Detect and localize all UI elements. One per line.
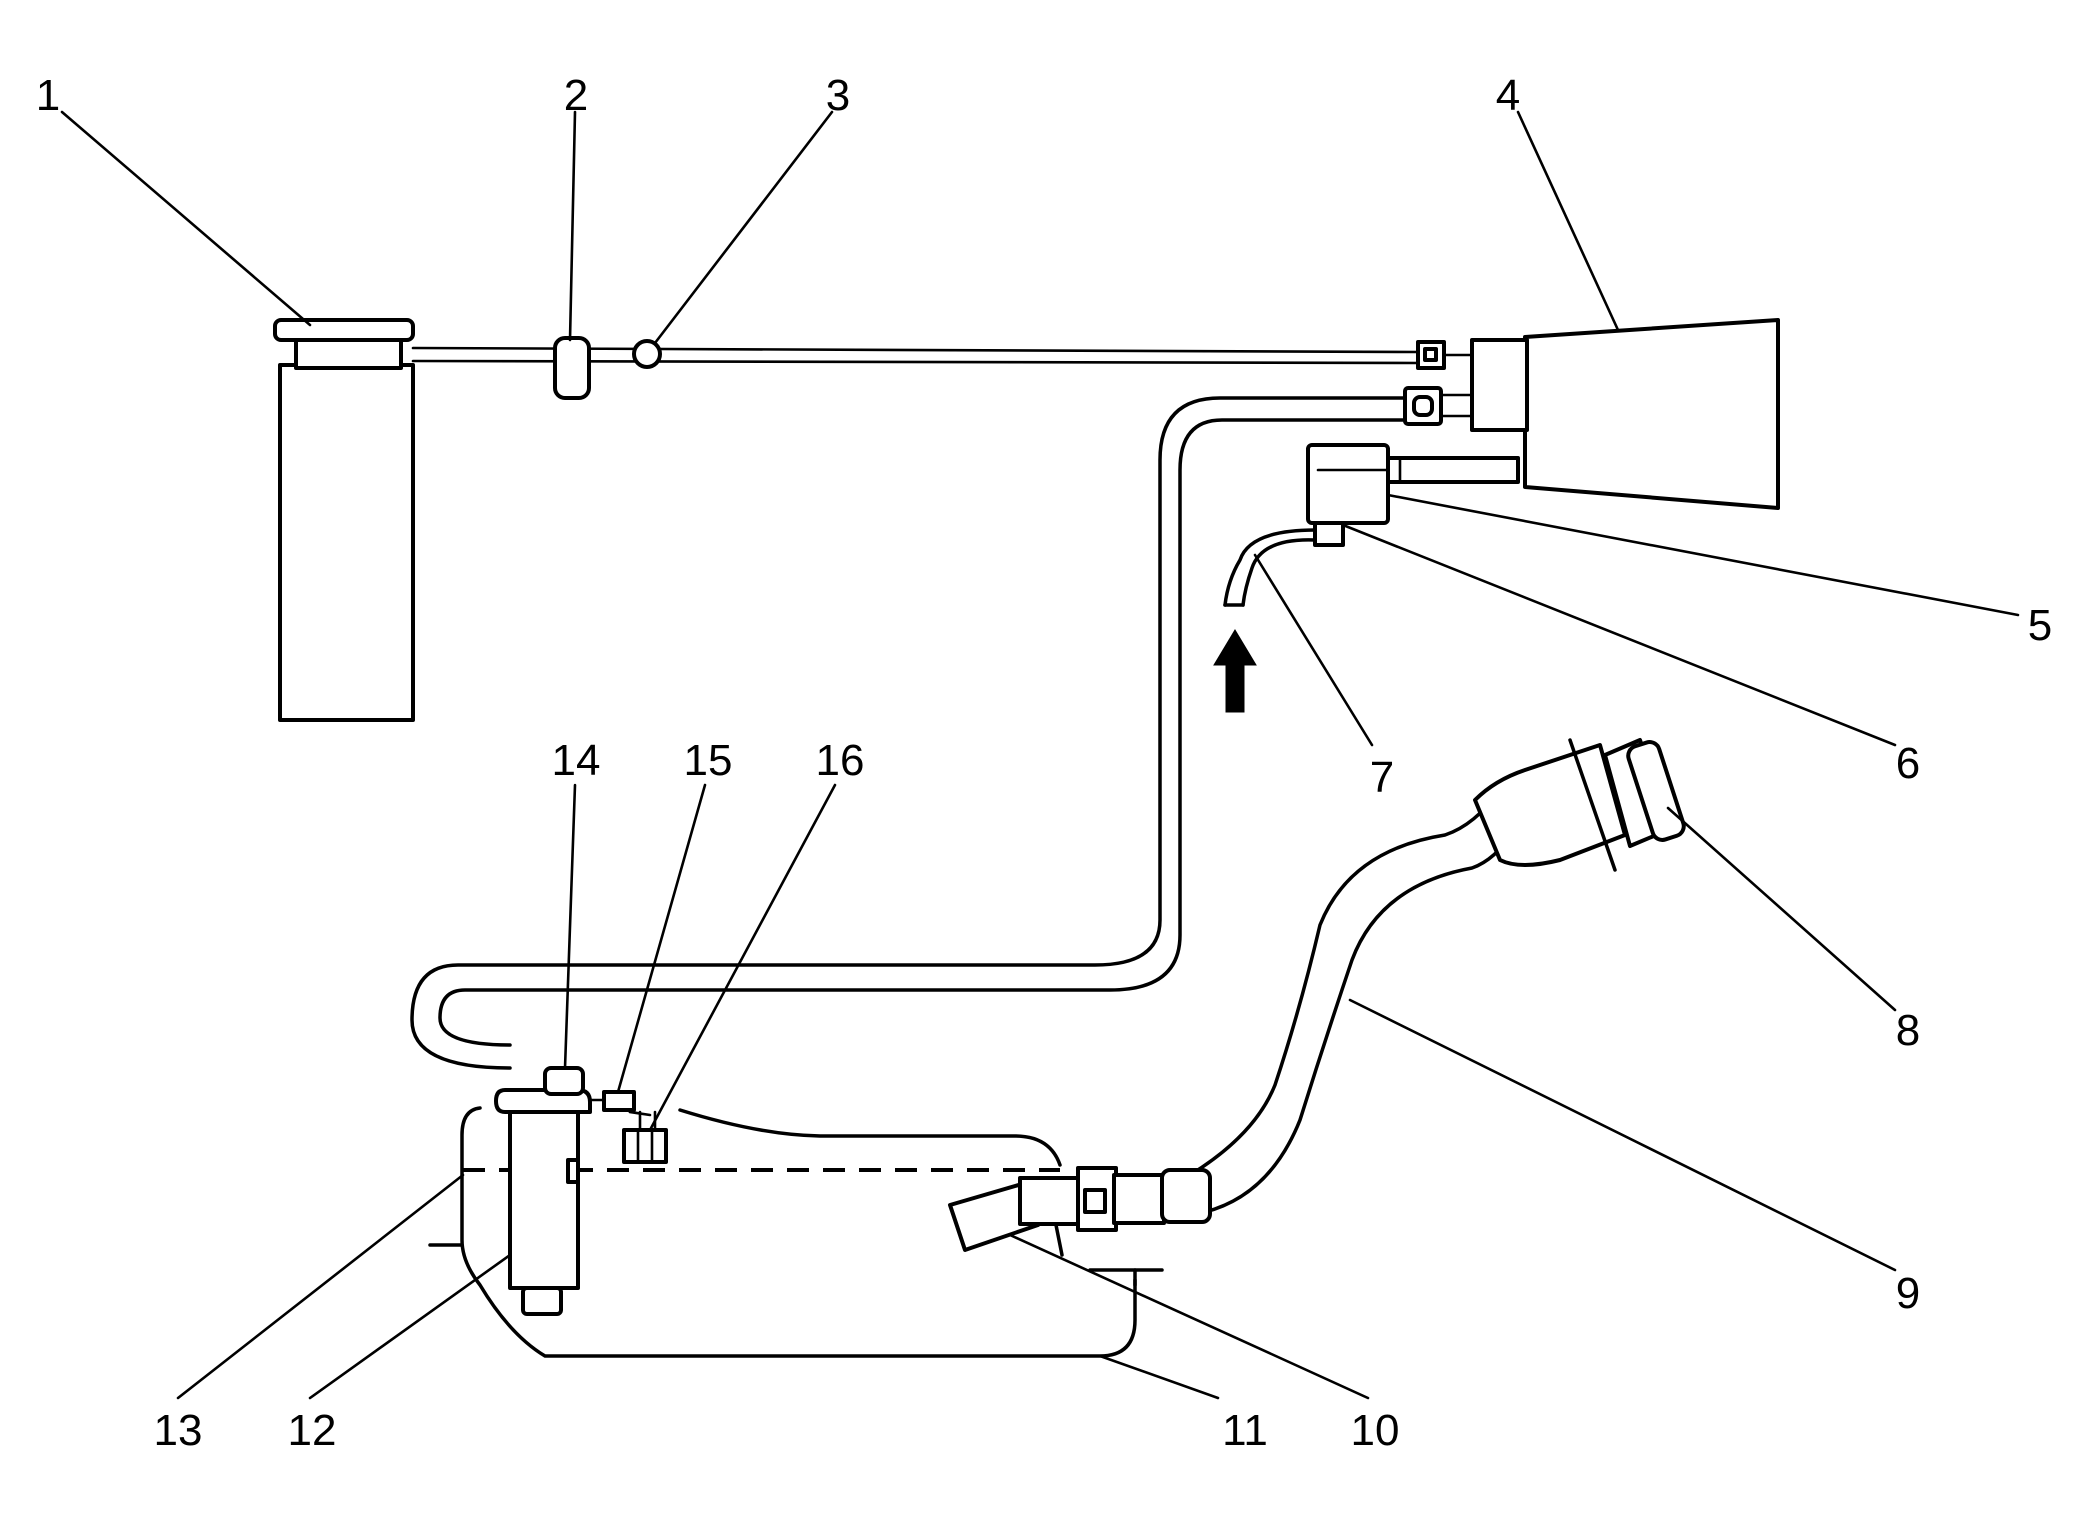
callout-15: 15 <box>684 736 733 785</box>
component-2-clip <box>553 336 591 400</box>
callout-4: 4 <box>1496 71 1520 120</box>
component-7-outlet-hose <box>1223 528 1317 607</box>
callout-13: 13 <box>154 1406 203 1455</box>
callout-10: 10 <box>1351 1406 1400 1455</box>
component-14-pump-cap <box>494 1066 592 1114</box>
component-1-canister <box>273 318 415 722</box>
callout-6: 6 <box>1896 739 1920 788</box>
callout-16: 16 <box>816 736 865 785</box>
callout-9: 9 <box>1896 1269 1920 1318</box>
component-3-fitting <box>632 339 662 369</box>
callout-3: 3 <box>826 71 850 120</box>
component-16-connector <box>622 1110 668 1164</box>
callout-8: 8 <box>1896 1006 1920 1055</box>
component-8-filler-neck <box>1473 738 1686 872</box>
callout-14: 14 <box>552 736 601 785</box>
callout-2: 2 <box>564 71 588 120</box>
component-9-filler-hose <box>1188 788 1517 1214</box>
callout-1: 1 <box>36 71 60 120</box>
callout-12: 12 <box>288 1406 337 1455</box>
callout-5: 5 <box>2028 601 2052 650</box>
callout-labels: 1 2 3 4 5 6 7 8 9 10 11 12 13 14 15 16 <box>36 71 2052 1455</box>
airflow-arrow-icon <box>1213 629 1257 713</box>
component-10-tank-inlet <box>948 1166 1212 1252</box>
tank-vapor-line <box>410 396 1407 1070</box>
leader-lines <box>60 110 2020 1400</box>
component-12-fuel-pump-module <box>508 1108 580 1316</box>
component-15-connector <box>602 1090 636 1112</box>
callout-11: 11 <box>1222 1406 1268 1455</box>
callout-7: 7 <box>1370 753 1394 802</box>
component-5-6-valve <box>1306 443 1390 547</box>
component-4-assembly <box>1386 318 1780 510</box>
